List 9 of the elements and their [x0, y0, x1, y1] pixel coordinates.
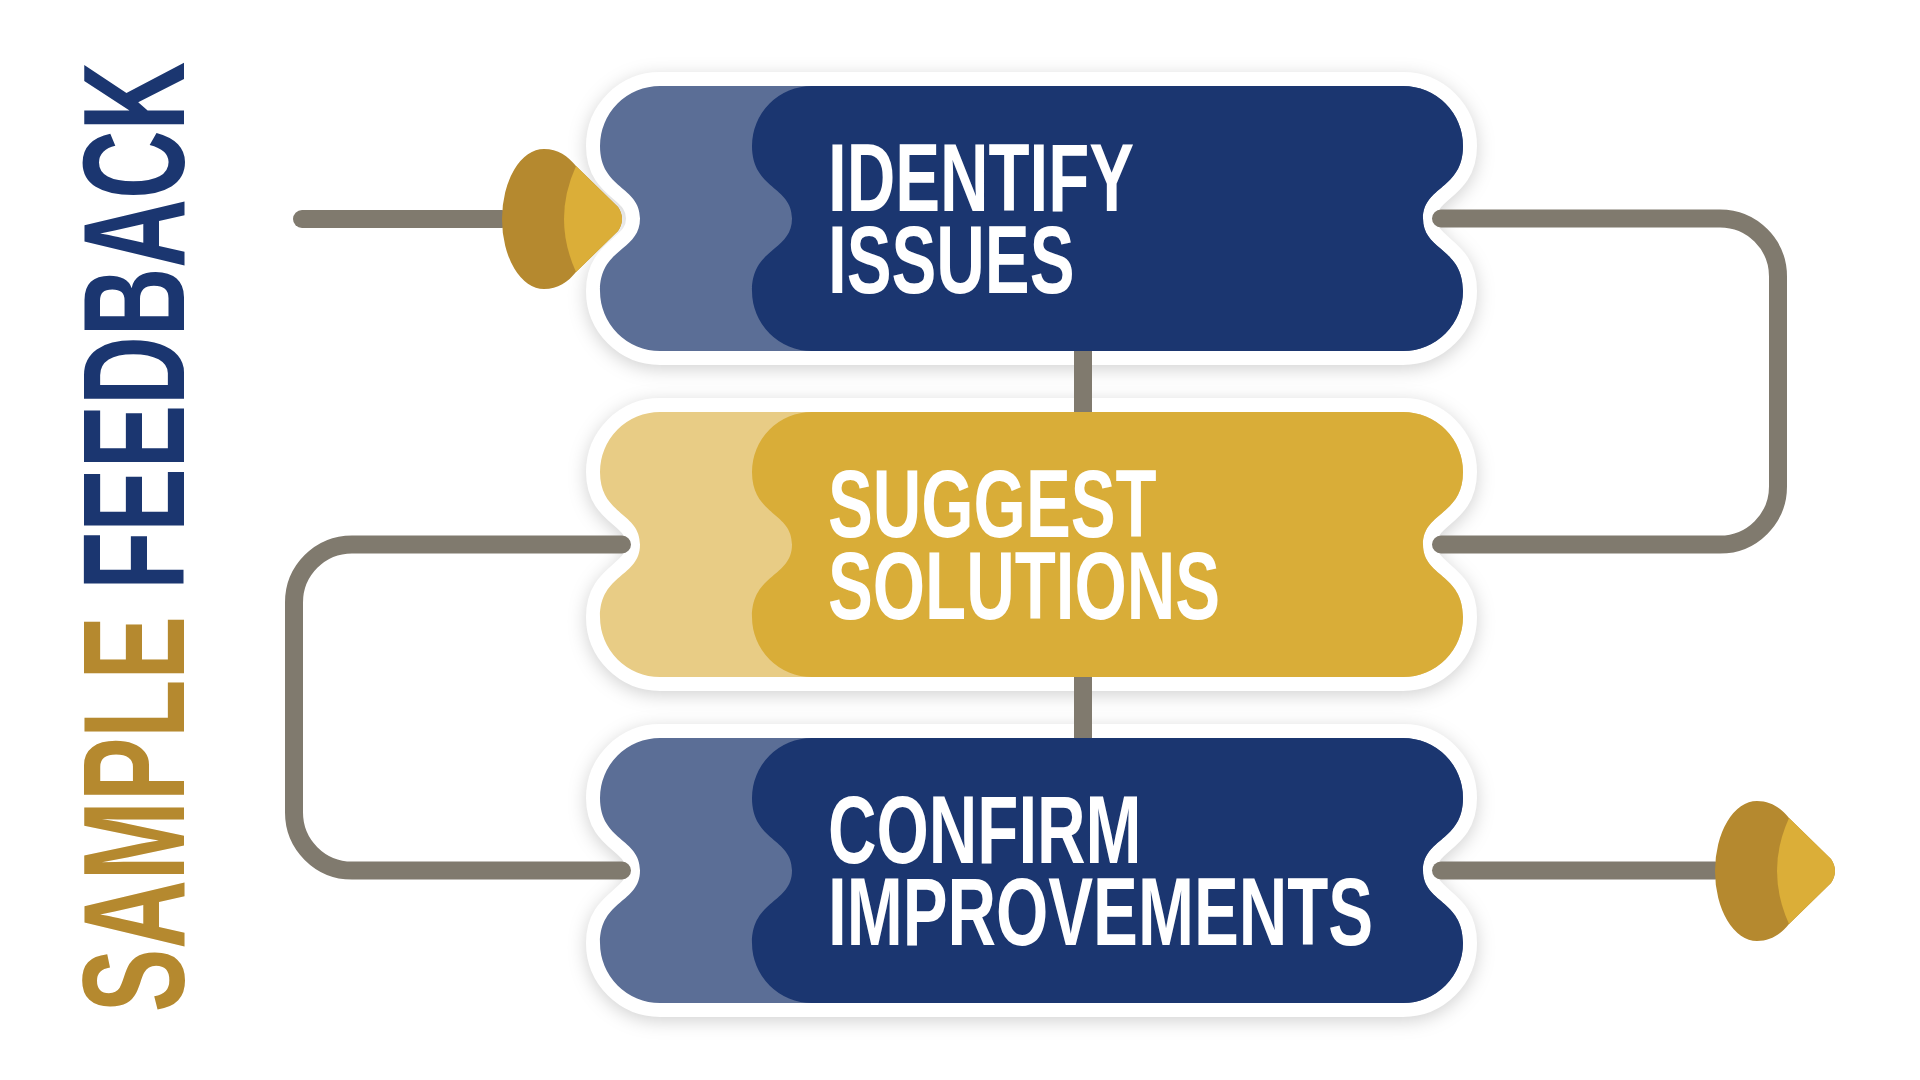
vertical-title: SAMPLE FEEDBACK [63, 61, 207, 1013]
connector-line [285, 535, 631, 880]
step-title: IDENTIFY ISSUES [828, 136, 1134, 301]
step-title: SUGGEST SOLUTIONS [828, 462, 1221, 627]
step-title: CONFIRM IMPROVEMENTS [828, 788, 1375, 953]
connector-line [1074, 351, 1092, 412]
connector-line [1432, 209, 1787, 554]
connector-line [1074, 677, 1092, 738]
step-box [600, 86, 1463, 351]
